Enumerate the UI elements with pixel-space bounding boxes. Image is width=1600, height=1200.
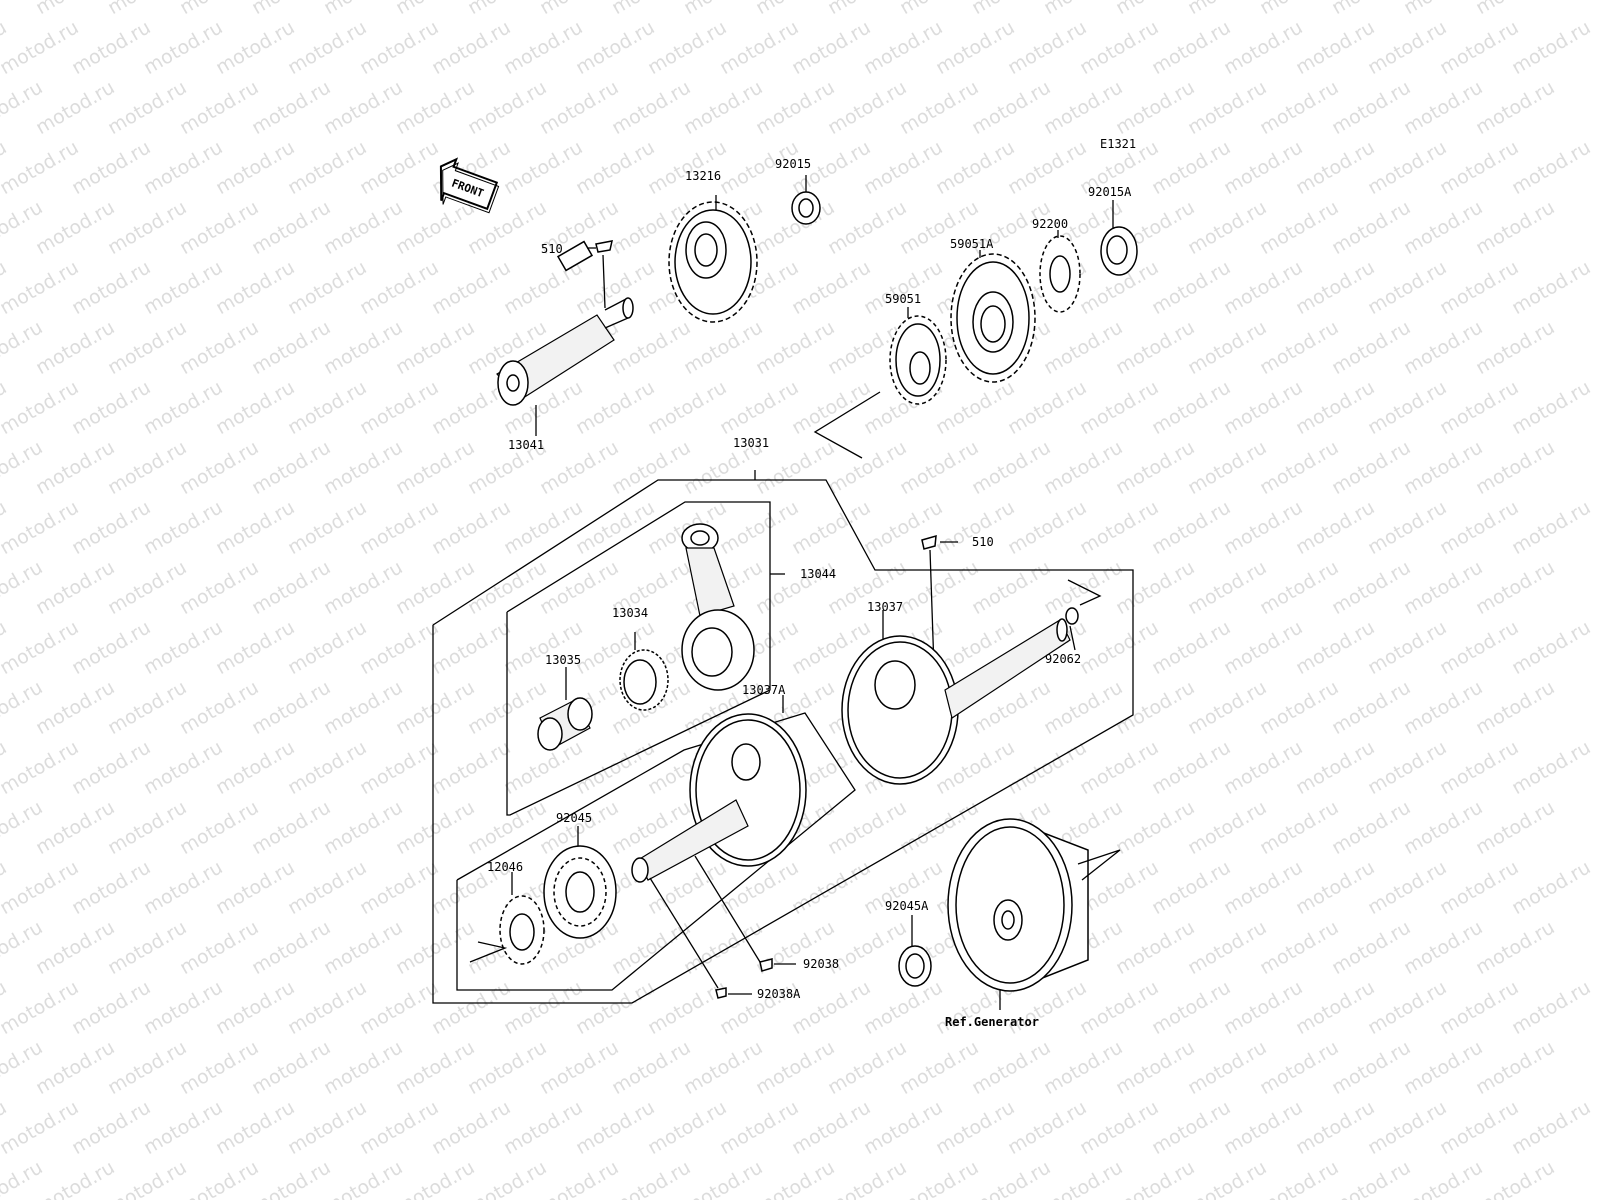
part-label-13044: 13044 <box>800 567 836 581</box>
part-label-13037: 13037 <box>867 600 903 614</box>
generator-ref-label: Ref.Generator <box>945 1015 1039 1029</box>
assembly-13031-outline <box>432 479 1134 1004</box>
plug-92062 <box>1065 579 1102 651</box>
part-label-13041: 13041 <box>508 438 544 452</box>
sprocket-12046 <box>469 872 545 965</box>
bearing-13034 <box>619 632 669 711</box>
part-label-510-top: 510 <box>541 242 563 256</box>
bearing-92045 <box>543 826 617 939</box>
part-label-92015: 92015 <box>775 157 811 171</box>
crank-half-13037 <box>841 610 1071 785</box>
nut-92015A <box>1100 200 1138 276</box>
crank-pin-13035 <box>537 667 593 751</box>
part-label-13035: 13035 <box>545 653 581 667</box>
part-label-92038: 92038 <box>803 957 839 971</box>
part-label-12046: 12046 <box>487 860 523 874</box>
part-label-59051: 59051 <box>885 292 921 306</box>
connecting-rod-13044 <box>681 523 755 691</box>
part-label-92015A: 92015A <box>1088 185 1132 199</box>
front-arrow-icon: FRONT <box>439 157 500 214</box>
assembly-13044-outline <box>506 501 771 816</box>
generator-rotor <box>947 818 1121 1010</box>
crank-half-13037A <box>631 695 807 883</box>
part-label-13216: 13216 <box>685 169 721 183</box>
part-label-13031: 13031 <box>733 436 769 450</box>
part-label-13037A: 13037A <box>742 683 786 697</box>
key-92038 <box>759 958 773 972</box>
key-92038A <box>715 987 727 999</box>
diagram-code: E1321 <box>1100 137 1136 151</box>
part-label-13034: 13034 <box>612 606 648 620</box>
part-label-510-right: 510 <box>972 535 994 549</box>
assembly-13037A-outline <box>456 712 856 991</box>
part-label-92038A: 92038A <box>757 987 801 1001</box>
balancer-shaft-13041 <box>496 240 634 436</box>
seal-92045A <box>898 915 932 987</box>
key-510-right <box>921 534 937 550</box>
gear-59051 <box>889 307 947 405</box>
nut-92015 <box>791 175 821 225</box>
part-label-59051A: 59051A <box>950 237 994 251</box>
key-510-top <box>595 240 613 253</box>
gear-13216 <box>668 195 758 323</box>
part-label-92062: 92062 <box>1045 652 1081 666</box>
part-label-92045: 92045 <box>556 811 592 825</box>
gear-59051A <box>950 250 1036 383</box>
part-label-92200: 92200 <box>1032 217 1068 231</box>
washer-92200 <box>1039 230 1081 313</box>
part-label-92045A: 92045A <box>885 899 929 913</box>
